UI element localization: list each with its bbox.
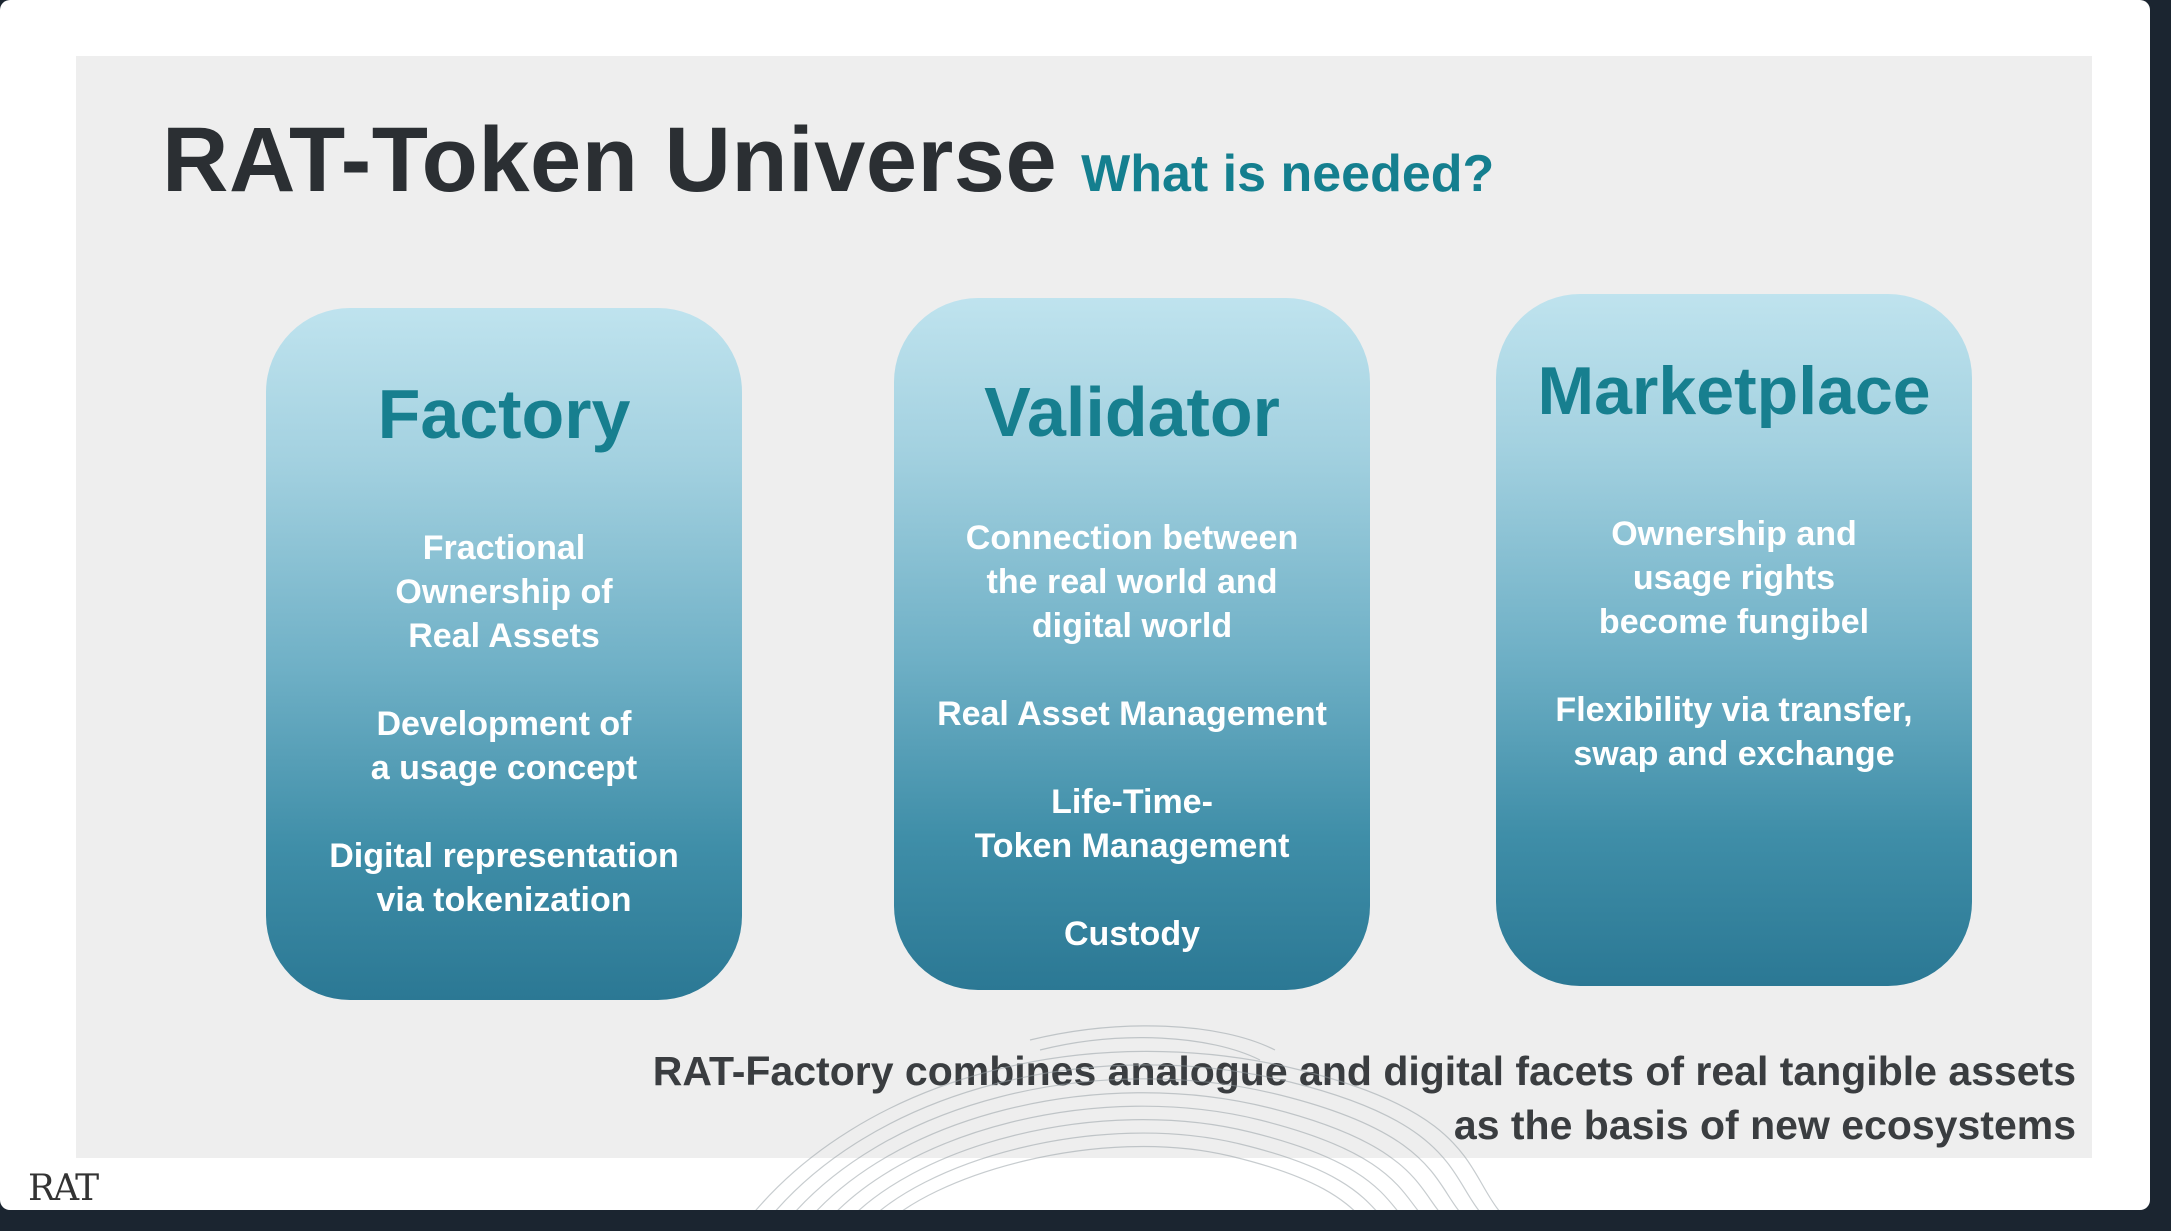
card-validator: Validator Connection between the real wo…	[894, 298, 1370, 990]
card-body: Fractional Ownership of Real Assets Deve…	[284, 526, 724, 966]
card-item-line: Custody	[1064, 915, 1200, 953]
slide: RAT-Token Universe What is needed? Facto…	[76, 56, 2092, 1158]
slide-footer-text: RAT-Factory combines analogue and digita…	[653, 1044, 2076, 1152]
card-item-line: Token Management	[974, 827, 1290, 865]
card-item: Custody	[912, 912, 1352, 956]
card-item: Connection between the real world and di…	[912, 516, 1352, 648]
card-item-line: Ownership and	[1611, 515, 1857, 553]
card-item: Flexibility via transfer, swap and excha…	[1514, 688, 1954, 776]
card-item-line: a usage concept	[370, 749, 638, 787]
card-item: Digital representation via tokenization	[284, 834, 724, 922]
card-item-line: usage rights	[1632, 559, 1836, 597]
card-item: Development of a usage concept	[284, 702, 724, 790]
slide-header: RAT-Token Universe What is needed?	[162, 108, 1494, 213]
presentation-frame: RAT-Token Universe What is needed? Facto…	[0, 0, 2150, 1210]
card-title: Factory	[377, 375, 631, 453]
card-item-line: Real Asset Management	[937, 695, 1327, 733]
card-item-line: via tokenization	[376, 881, 632, 919]
card-item-line: digital world	[1031, 607, 1233, 645]
footer-line: RAT-Factory combines analogue and digita…	[652, 1048, 2076, 1094]
card-item: Fractional Ownership of Real Assets	[284, 526, 724, 658]
card-item-line: Fractional	[422, 529, 586, 567]
footer-line: as the basis of new ecosystems	[1453, 1102, 2076, 1148]
card-item-line: Ownership of	[395, 573, 613, 611]
decorative-swirl-graphic	[755, 1025, 1500, 1210]
card-item-line: Real Assets	[408, 617, 600, 655]
card-item: Life-Time- Token Management	[912, 780, 1352, 868]
card-title: Marketplace	[1537, 353, 1931, 429]
card-body: Connection between the real world and di…	[912, 516, 1352, 1000]
card-item-line: Flexibility via transfer,	[1555, 691, 1913, 729]
card-item: Real Asset Management	[912, 692, 1352, 736]
card-item: Ownership and usage rights become fungib…	[1514, 512, 1954, 644]
card-item-line: swap and exchange	[1573, 735, 1895, 773]
slide-subtitle: What is needed?	[1081, 145, 1495, 203]
card-marketplace: Marketplace Ownership and usage rights b…	[1496, 294, 1972, 986]
rat-logo: RAT	[28, 1168, 99, 1209]
card-body: Ownership and usage rights become fungib…	[1514, 512, 1954, 820]
card-item-line: become fungibel	[1598, 603, 1870, 641]
card-item-line: the real world and	[986, 563, 1278, 601]
slide-title: RAT-Token Universe	[162, 109, 1058, 211]
card-item-line: Connection between	[965, 519, 1299, 557]
card-item-line: Life-Time-	[1051, 783, 1213, 821]
card-item-line: Digital representation	[329, 837, 679, 875]
card-factory: Factory Fractional Ownership of Real Ass…	[266, 308, 742, 1000]
card-item-line: Development of	[376, 705, 632, 743]
card-title: Validator	[984, 373, 1280, 451]
